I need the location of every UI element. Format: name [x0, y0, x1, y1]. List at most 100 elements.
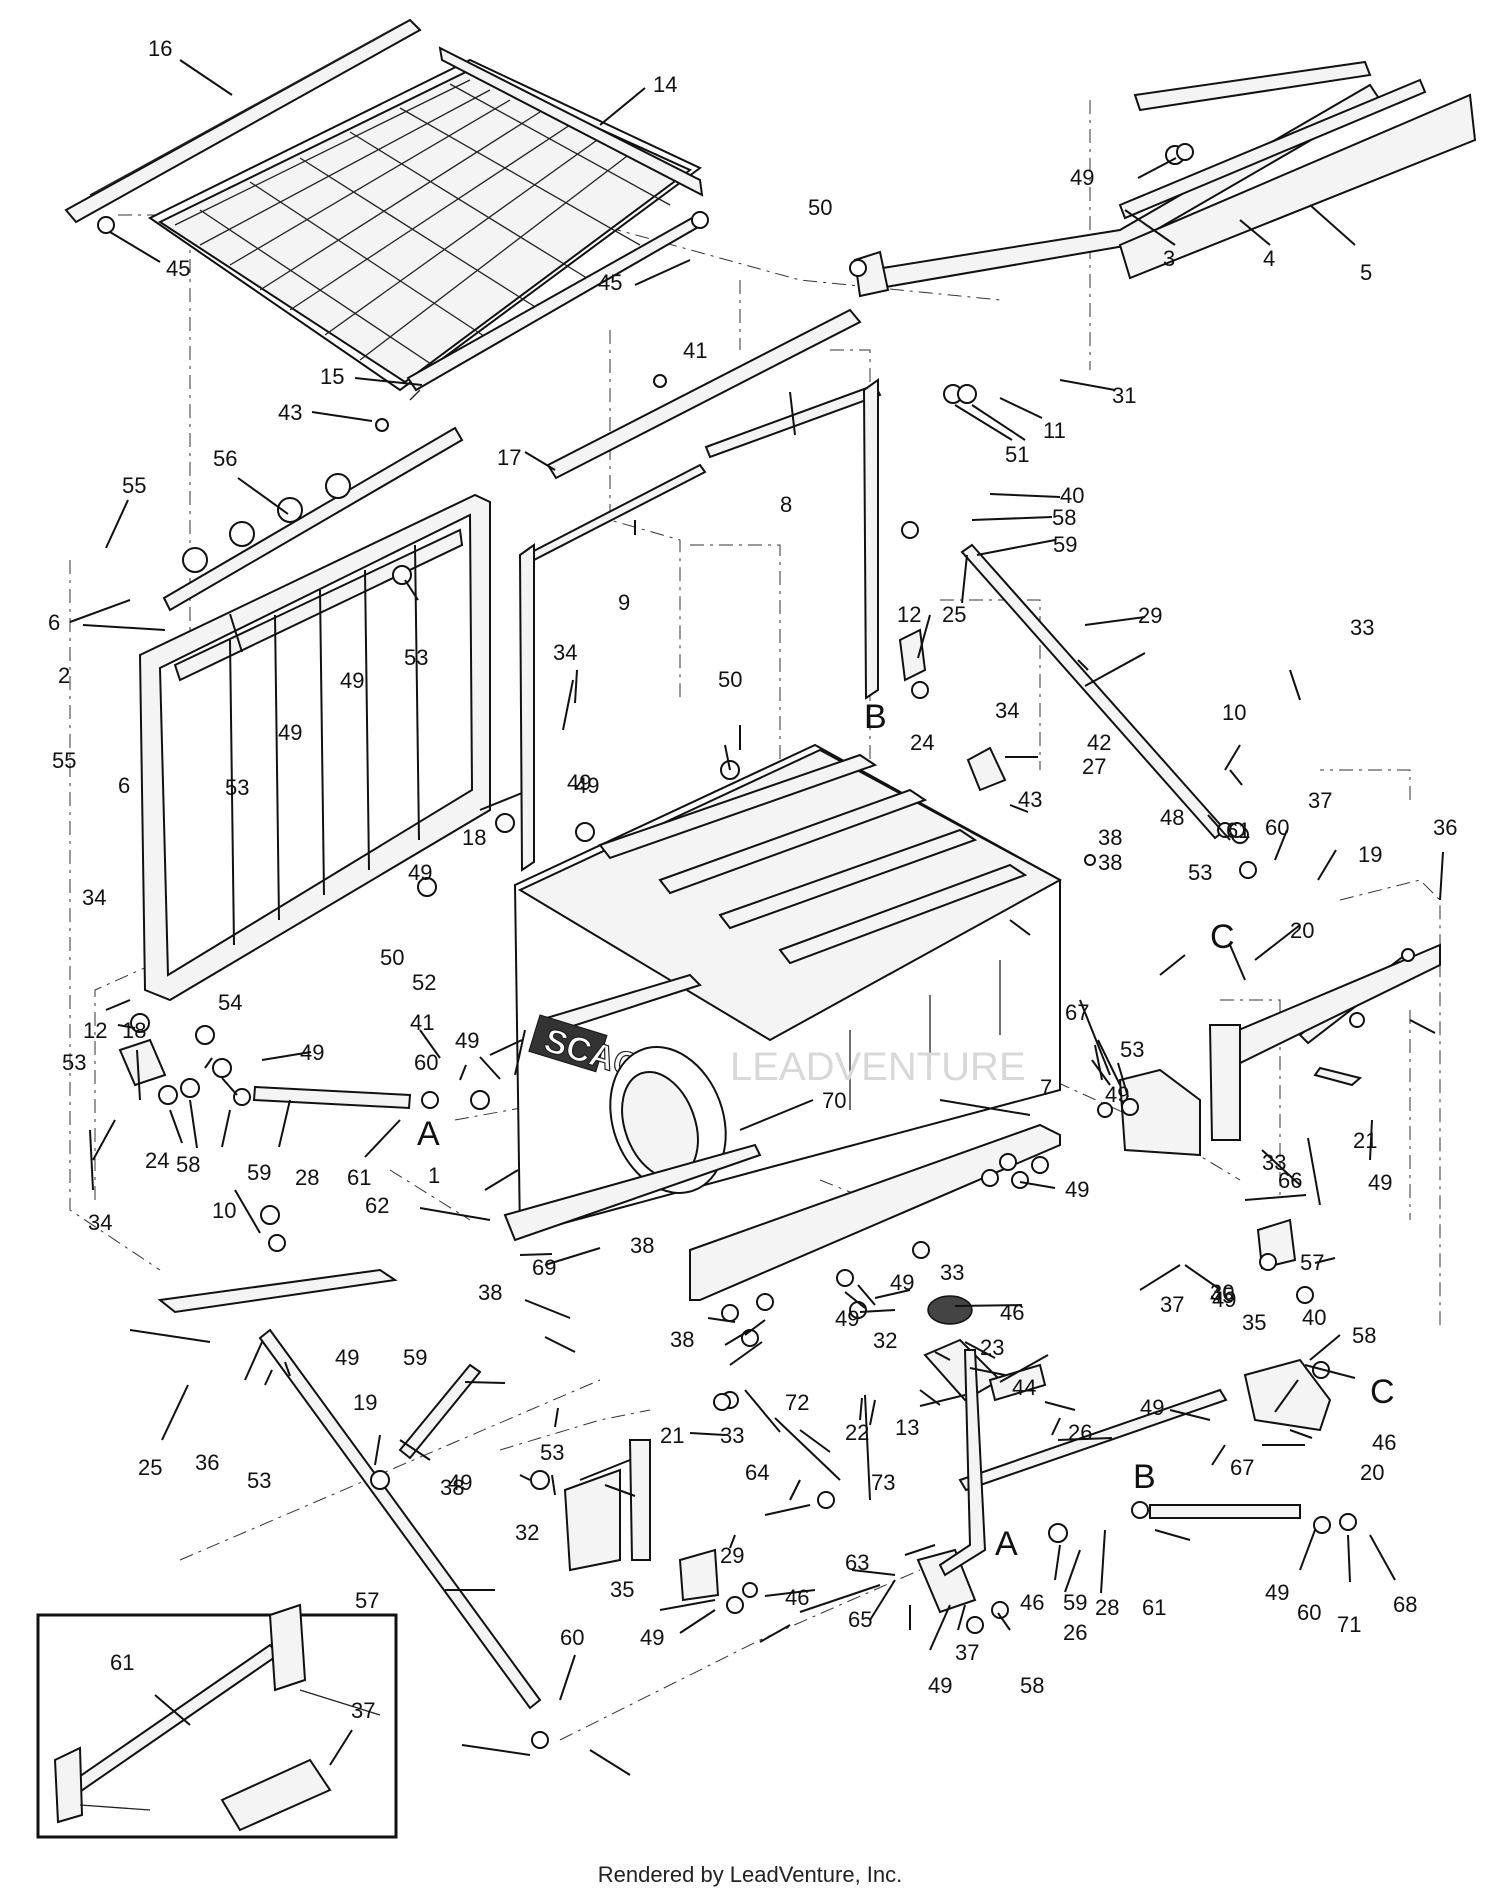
part-label: 25 [942, 602, 966, 627]
part-label: 69 [532, 1255, 556, 1280]
inset-box [36, 1603, 398, 1839]
part-label: 10 [1222, 700, 1246, 725]
part-label: 19 [1358, 842, 1382, 867]
part-label: 34 [82, 885, 106, 910]
part-label: 65 [848, 1607, 872, 1632]
part-label: 15 [320, 364, 344, 389]
part-label: 1 [428, 1163, 440, 1188]
part-label: 45 [598, 270, 622, 295]
part-label: 49 [928, 1673, 952, 1698]
section-letters: A A B B C C [417, 698, 1395, 1563]
part-label: 67 [1065, 1000, 1089, 1025]
part-label: 54 [218, 990, 242, 1015]
part-label: 38 [478, 1280, 502, 1305]
part-label: 61 [110, 1650, 134, 1675]
part-label: 55 [52, 748, 76, 773]
part-label: 50 [718, 667, 742, 692]
part-label: 49 [890, 1270, 914, 1295]
part-label: 20 [1290, 918, 1314, 943]
part-label: 66 [1278, 1168, 1302, 1193]
part-label: 33 [940, 1260, 964, 1285]
part-label: 10 [212, 1198, 236, 1223]
part-label: 72 [785, 1390, 809, 1415]
part-label: 40 [1060, 483, 1084, 508]
part-label: 26 [1068, 1420, 1092, 1445]
part-label: 37 [955, 1640, 979, 1665]
part-label: 17 [497, 445, 521, 470]
part-label: 53 [540, 1440, 564, 1465]
section-letter-a: A [995, 1525, 1018, 1563]
part-label: 5 [1360, 260, 1372, 285]
part-label: 50 [808, 195, 832, 220]
part-label: 14 [653, 72, 677, 97]
screen-assembly [64, 18, 704, 401]
part-label: 59 [1053, 532, 1077, 557]
part-label: 33 [720, 1423, 744, 1448]
part-label: 28 [1095, 1595, 1119, 1620]
part-label: 49 [1070, 165, 1094, 190]
part-label: 43 [278, 400, 302, 425]
part-label: 21 [660, 1423, 684, 1448]
part-label: 11 [1043, 418, 1066, 443]
part-label: 37 [1160, 1292, 1184, 1317]
part-label: 37 [351, 1698, 375, 1723]
part-labels: 16 14 45 45 15 50 41 49 3 4 5 43 56 17 8… [48, 36, 1457, 1723]
part-label: 58 [176, 1152, 200, 1177]
part-label: 58 [1020, 1673, 1044, 1698]
part-label: 25 [138, 1455, 162, 1480]
leader-lines [69, 59, 1444, 1776]
part-label: 61 [347, 1165, 371, 1190]
part-label: 49 [835, 1306, 859, 1331]
part-label: 49 [575, 773, 599, 798]
part-label: 60 [414, 1050, 438, 1075]
part-label: 49 [448, 1470, 472, 1495]
part-label: 34 [553, 640, 577, 665]
part-label: 36 [1433, 815, 1457, 840]
part-label: 9 [618, 590, 630, 615]
part-label: 50 [380, 945, 404, 970]
part-label: 29 [1138, 603, 1162, 628]
part-label: 19 [353, 1390, 377, 1415]
part-label: 49 [408, 860, 432, 885]
section-letter-c: C [1210, 918, 1235, 956]
part-label: 53 [1120, 1037, 1144, 1062]
part-label: 38 [670, 1327, 694, 1352]
part-label: 70 [822, 1088, 846, 1113]
part-label: 38 [1098, 825, 1122, 850]
part-label: 31 [1112, 383, 1136, 408]
fasteners [97, 143, 1415, 1749]
part-label: 41 [410, 1010, 434, 1035]
part-label: 21 [1353, 1128, 1377, 1153]
part-label: 49 [278, 720, 302, 745]
part-label: 12 [897, 602, 921, 627]
part-label: 35 [1242, 1310, 1266, 1335]
part-label: 49 [567, 770, 591, 795]
part-label: 61 [1226, 818, 1250, 843]
part-label: 13 [895, 1415, 919, 1440]
part-label: 49 [1212, 1287, 1236, 1312]
part-label: 60 [1265, 815, 1289, 840]
part-label: 58 [1052, 505, 1076, 530]
radiator-screen-2 [138, 473, 491, 1002]
part-label: 68 [1393, 1592, 1417, 1617]
part-label: 64 [745, 1460, 769, 1485]
part-label: 6 [118, 773, 130, 798]
section-letter-b: B [1133, 1458, 1156, 1496]
part-label: 46 [1372, 1430, 1396, 1455]
part-label: 30 [1210, 1280, 1234, 1305]
part-label: 56 [213, 446, 237, 471]
part-label: 49 [640, 1625, 664, 1650]
part-label: 18 [122, 1018, 146, 1043]
lower-frames [157, 943, 1441, 1561]
part-label: 59 [1063, 1590, 1087, 1615]
part-label: 45 [166, 256, 190, 281]
part-label: 40 [1302, 1305, 1326, 1330]
hood-1: SCAG LEADVENTURE [513, 743, 1063, 1237]
part-label: 34 [995, 698, 1019, 723]
part-label: 44 [1012, 1375, 1036, 1400]
part-label: 60 [560, 1625, 584, 1650]
part-label: 42 [1087, 730, 1111, 755]
part-label: 28 [295, 1165, 319, 1190]
part-label: 38 [440, 1475, 464, 1500]
